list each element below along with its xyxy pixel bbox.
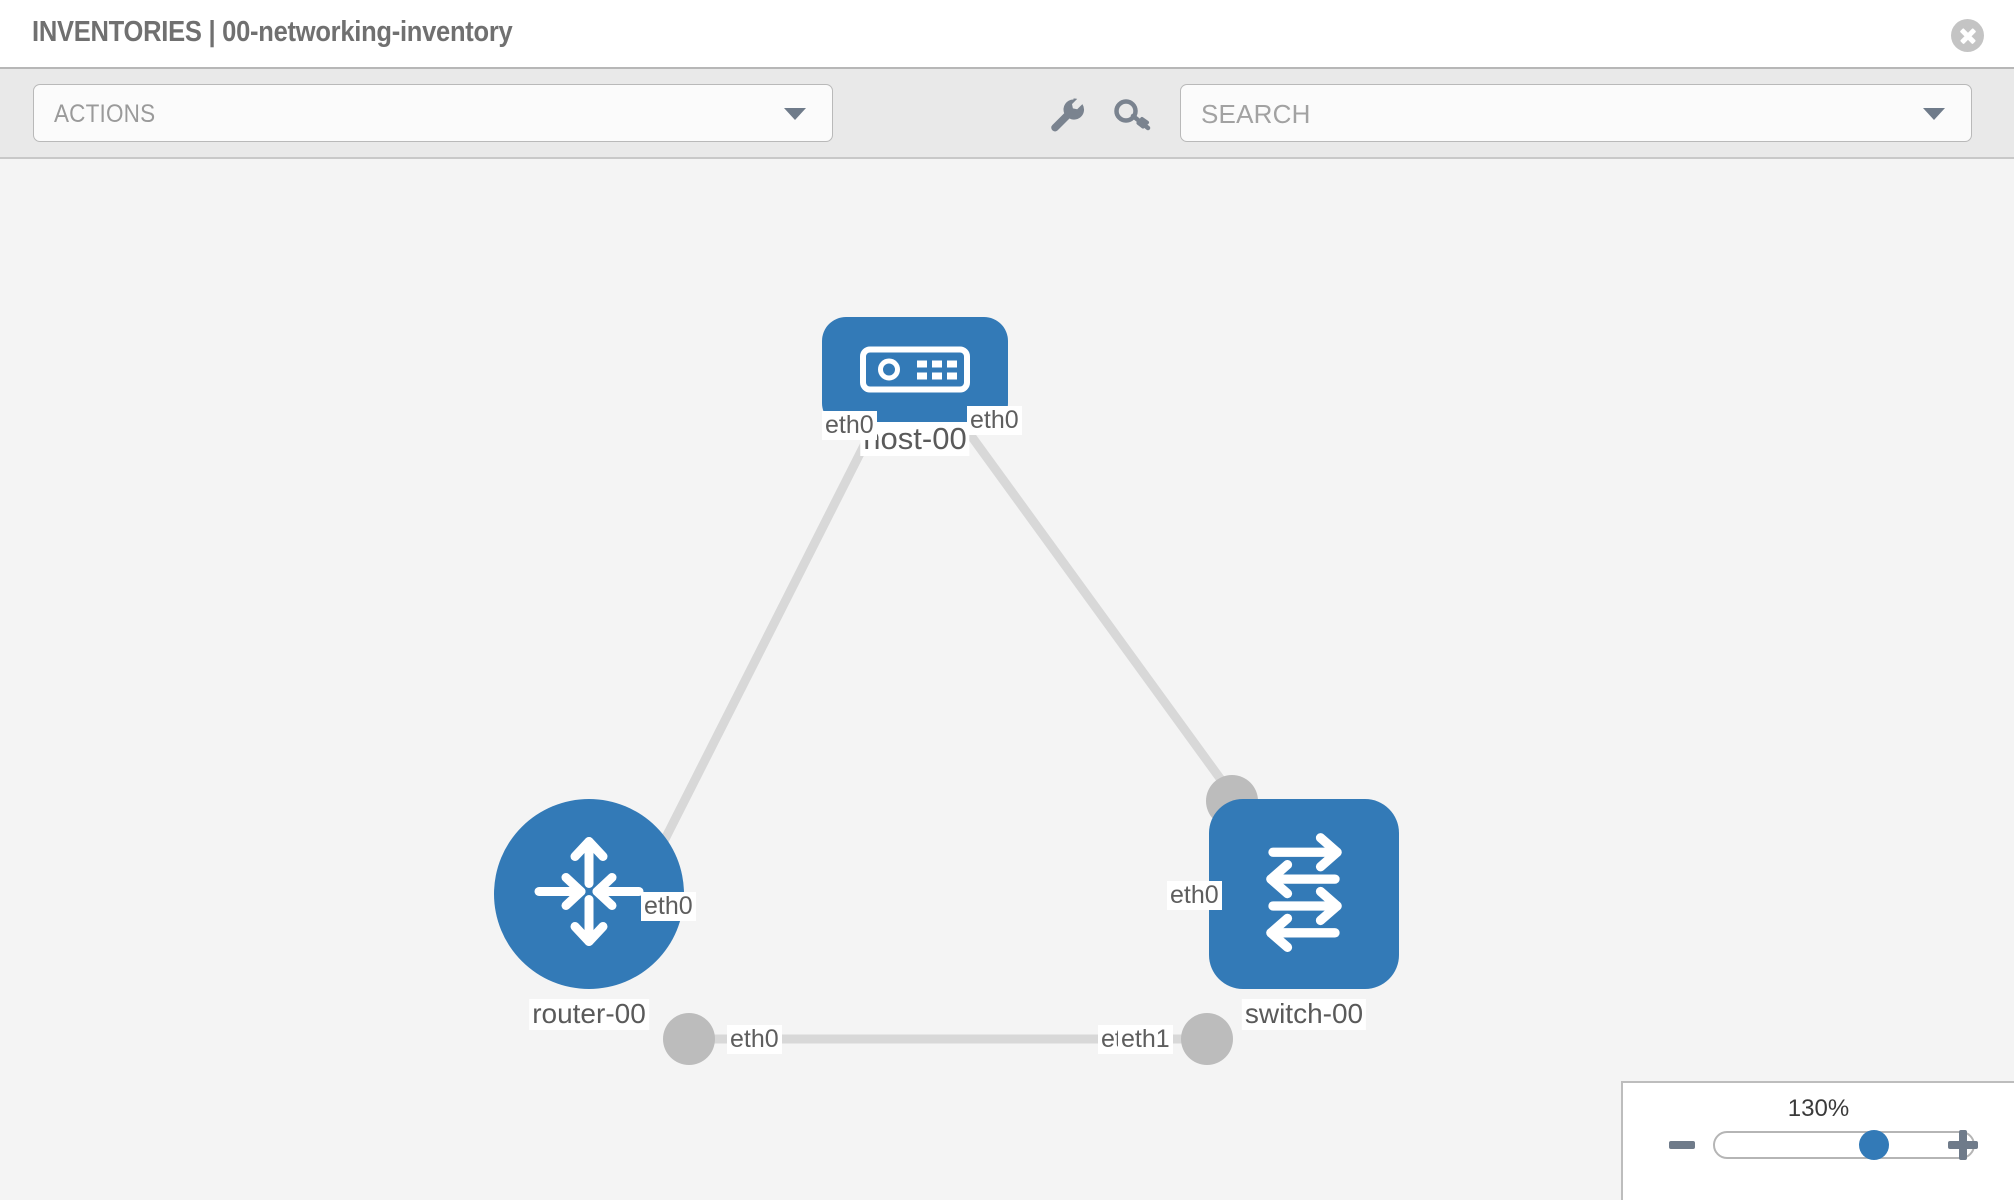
switch-node-shape [1209, 799, 1399, 989]
edge-label-switch-up-iface: eth0 [1167, 881, 1222, 910]
link-host-switch [944, 401, 1239, 802]
host-node-label: host-00 [860, 421, 970, 457]
zoom-slider-handle[interactable] [1859, 1130, 1889, 1160]
edge-label-host-right-iface: eth0 [967, 406, 1022, 435]
topology-canvas[interactable]: host-00 [0, 159, 2014, 1200]
actions-dropdown[interactable]: ACTIONS [33, 84, 833, 142]
actions-dropdown-label: ACTIONS [54, 100, 156, 128]
topology-node-switch-00[interactable]: switch-00 [1209, 799, 1399, 1030]
edge-label-host-left-iface: eth0 [822, 411, 877, 440]
zoom-in-button[interactable] [1948, 1130, 1978, 1160]
switch-node-label: switch-00 [1241, 998, 1367, 1030]
page-title: INVENTORIES | 00-networking-inventory [32, 16, 513, 48]
link-host-router [655, 401, 890, 852]
window-header: INVENTORIES | 00-networking-inventory [0, 0, 2014, 69]
edge-label-router-up-iface: eth0 [641, 892, 696, 921]
zoom-level-value: 130% [1787, 1095, 1850, 1122]
edge-label-switch-left-iface-b: eth1 [1118, 1025, 1173, 1054]
zoom-out-button[interactable] [1669, 1141, 1695, 1149]
chevron-down-icon [784, 108, 806, 120]
edge-label-router-right-iface: eth0 [727, 1025, 782, 1054]
server-icon [860, 346, 970, 398]
search-placeholder: SEARCH [1201, 99, 1311, 129]
key-icon[interactable] [1113, 95, 1153, 135]
topology-graph [655, 388, 1258, 1065]
zoom-slider[interactable] [1713, 1130, 1975, 1160]
switch-arrows-icon [1242, 830, 1366, 959]
connector-switch-left [1181, 1013, 1233, 1065]
wrench-icon[interactable] [1046, 95, 1086, 135]
router-arrows-icon [529, 832, 649, 957]
close-icon[interactable] [1951, 19, 1984, 52]
search-input[interactable]: SEARCH [1180, 84, 1972, 142]
chevron-down-icon[interactable] [1923, 108, 1945, 120]
zoom-control-panel: 130% [1621, 1081, 2014, 1200]
toolbar: ACTIONS SEARCH [0, 69, 2014, 159]
connector-router-right [663, 1013, 715, 1065]
zoom-in-icon-vertical [1959, 1130, 1967, 1160]
router-node-label: router-00 [529, 998, 649, 1030]
